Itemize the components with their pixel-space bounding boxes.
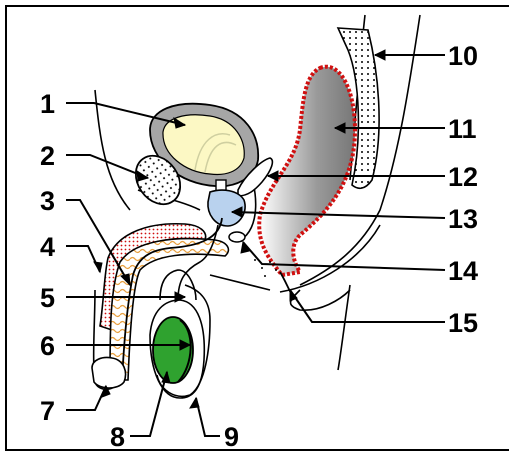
label-11: 11 bbox=[448, 114, 477, 144]
label-14: 14 bbox=[448, 256, 478, 286]
leader-7 bbox=[66, 386, 106, 410]
label-7: 7 bbox=[40, 396, 55, 426]
label-10: 10 bbox=[448, 41, 478, 71]
label-8: 8 bbox=[110, 422, 125, 452]
bulbourethral-gland bbox=[229, 232, 245, 242]
leader-15 bbox=[290, 290, 445, 322]
label-13: 13 bbox=[448, 204, 478, 234]
label-9: 9 bbox=[224, 422, 239, 452]
label-6: 6 bbox=[40, 331, 55, 361]
label-3: 3 bbox=[40, 186, 55, 216]
label-1: 1 bbox=[40, 89, 55, 119]
leader-8 bbox=[130, 372, 167, 436]
leader-9 bbox=[196, 398, 220, 436]
label-2: 2 bbox=[40, 141, 55, 171]
rectum bbox=[259, 67, 355, 275]
label-4: 4 bbox=[40, 232, 55, 262]
label-5: 5 bbox=[40, 283, 55, 313]
label-12: 12 bbox=[448, 162, 478, 192]
label-15: 15 bbox=[448, 308, 478, 338]
leader-4 bbox=[66, 246, 100, 272]
glans bbox=[92, 357, 126, 388]
